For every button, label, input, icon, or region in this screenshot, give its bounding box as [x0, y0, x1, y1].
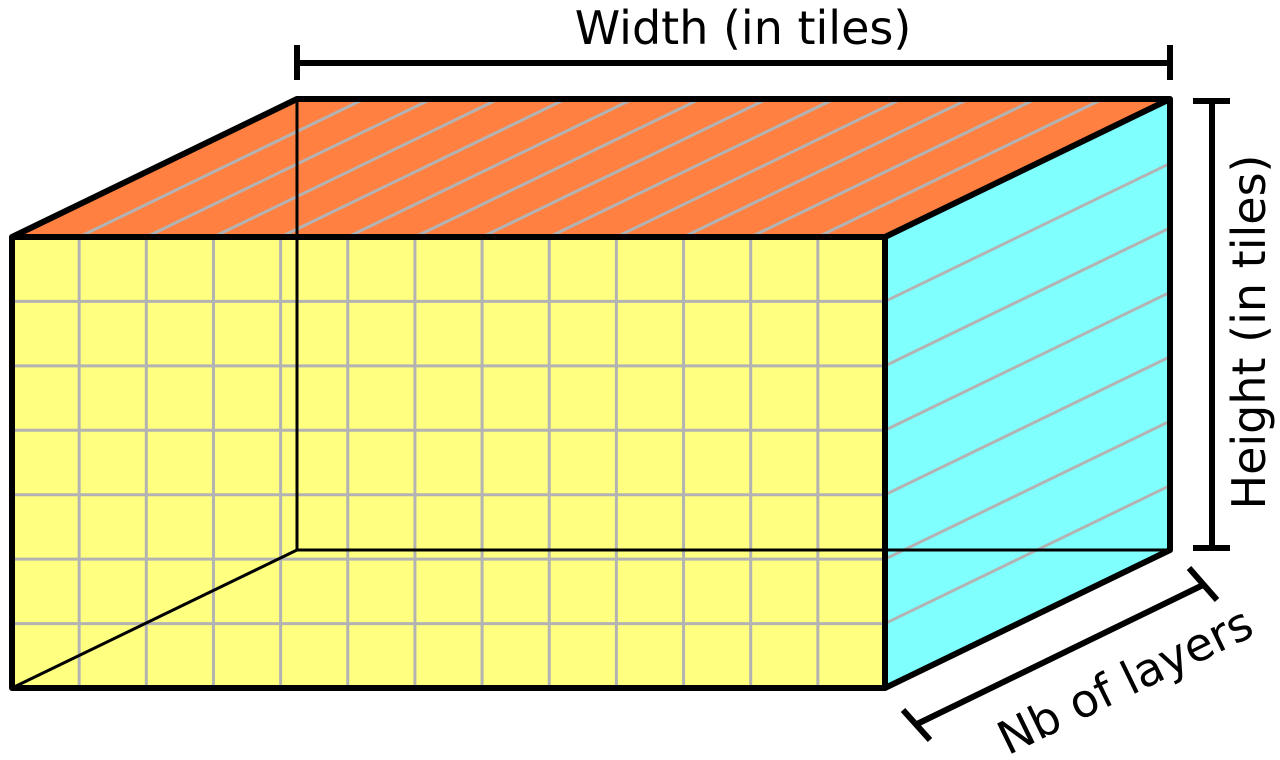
side-grid-stripe — [884, 290, 1171, 432]
top-outline — [10, 96, 1173, 240]
width-dimension — [294, 45, 1173, 80]
front-face — [12, 237, 885, 688]
side-face — [885, 99, 1170, 688]
width-label: Width (in tiles) — [575, 1, 912, 55]
top-grid-stripe — [682, 97, 970, 239]
height-label: Height (in tiles) — [1222, 155, 1276, 510]
top-grid-stripe — [481, 97, 768, 239]
top-face — [12, 99, 1170, 237]
layers-dimension — [900, 566, 1220, 743]
top-grid-stripe — [414, 97, 701, 239]
layers-dimension-tick-near — [900, 707, 933, 743]
side-grid-stripe — [884, 355, 1171, 497]
layers-dimension-line — [913, 582, 1205, 728]
top-grid-stripe — [750, 97, 1037, 239]
hidden-edges — [11, 99, 1170, 690]
side-grid-stripe — [884, 162, 1171, 303]
side-grid-stripe — [884, 226, 1171, 368]
box-outline — [9, 96, 1173, 691]
layers-dimension-tick-far — [1186, 566, 1220, 602]
top-grid-stripe — [212, 97, 500, 239]
side-grid-stripe — [884, 419, 1171, 561]
side-grid-stripe — [884, 484, 1171, 625]
hidden-edge-bottom-left — [11, 548, 298, 690]
top-grid-stripe — [548, 97, 835, 239]
top-grid-stripe — [347, 97, 634, 239]
top-grid-stripe — [279, 97, 567, 239]
top-grid-stripe — [78, 97, 365, 239]
top-grid-stripe — [615, 97, 903, 239]
height-dimension — [1193, 98, 1230, 551]
top-grid-stripe — [145, 97, 432, 239]
tile-grid — [12, 97, 1171, 688]
top-grid-stripe — [817, 97, 1104, 239]
side-outline — [883, 99, 1173, 691]
